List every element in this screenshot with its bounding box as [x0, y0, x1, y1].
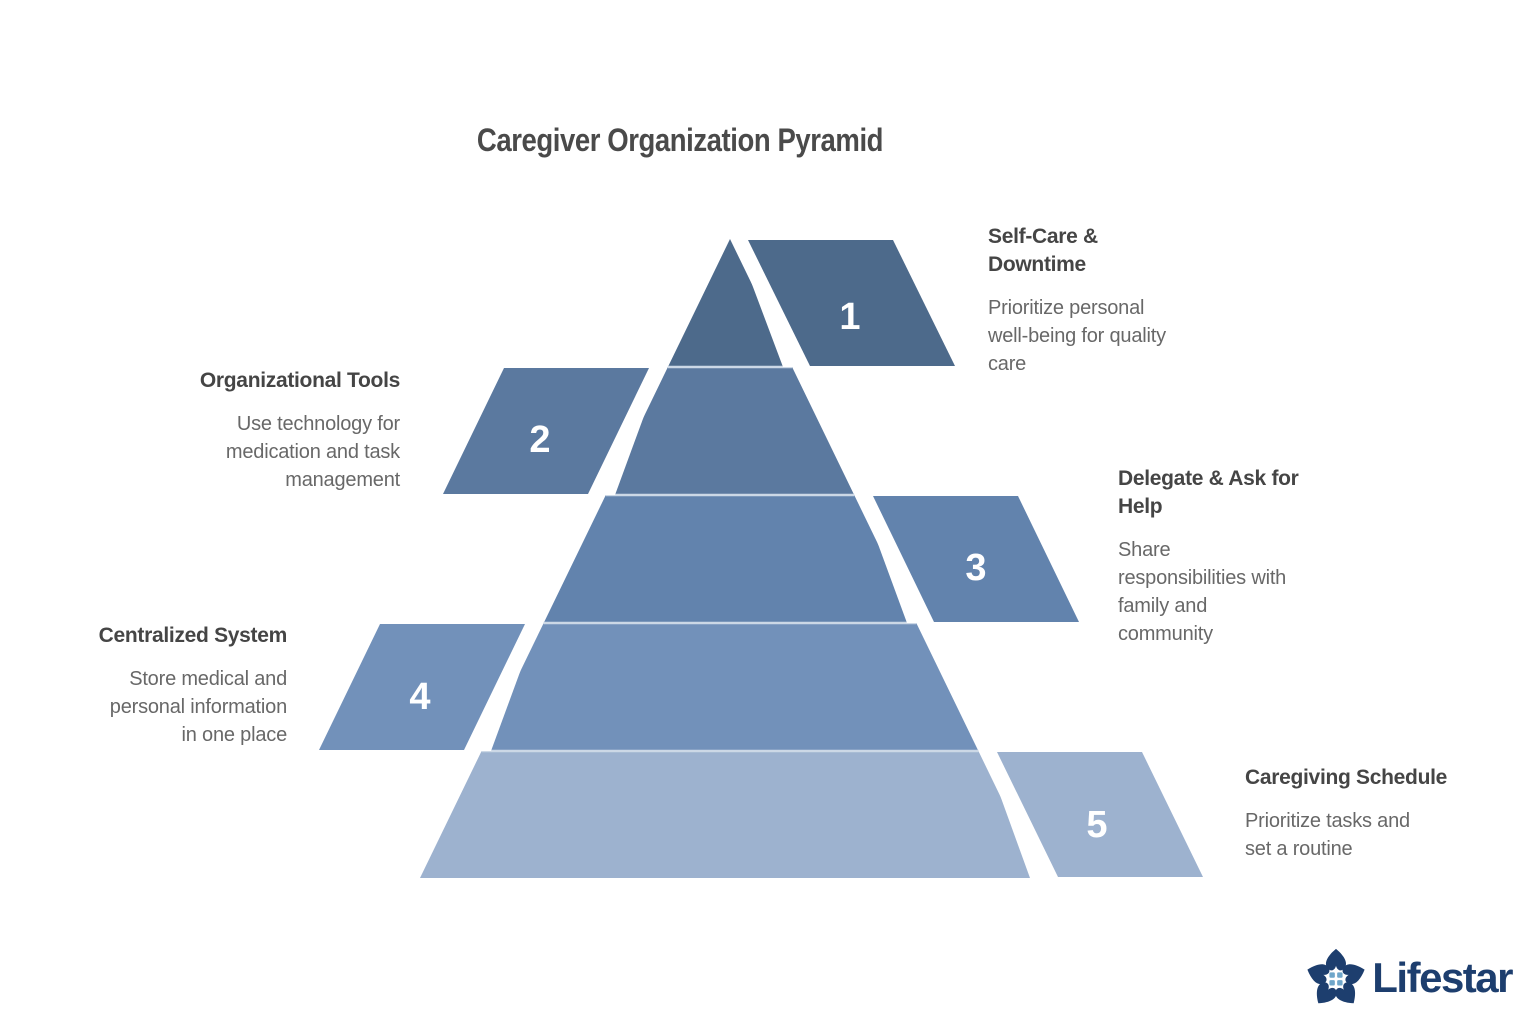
- gap-slash-1: [735, 239, 810, 367]
- level-1-description: Prioritize personal well-being for quali…: [988, 297, 1166, 375]
- pyramid-band-2: [605, 367, 855, 495]
- gap-slash-2: [588, 367, 662, 495]
- pyramid-band-3: [543, 495, 917, 623]
- gap-slash-4: [464, 623, 538, 751]
- tab-number-3: 3: [965, 547, 986, 589]
- pyramid-band-1: [667, 239, 793, 367]
- level-3-text: Delegate & Ask for Help Share responsibi…: [1118, 465, 1378, 648]
- gap-slash-5: [984, 751, 1057, 878]
- level-tab-5: [997, 752, 1203, 877]
- level-5-heading: Caregiving Schedule: [1245, 766, 1448, 789]
- level-2-text: Organizational Tools Use technology for …: [140, 367, 400, 494]
- lifestar-flower-house-icon: [1307, 948, 1365, 1004]
- gap-slash-3: [860, 495, 934, 623]
- brand-name: Lifestar: [1372, 954, 1513, 1001]
- pyramid-band-5: [420, 751, 1040, 878]
- tab-number-2: 2: [529, 419, 550, 461]
- level-5-description: Prioritize tasks and set a routine: [1245, 810, 1410, 860]
- tab-number-1: 1: [839, 296, 860, 338]
- level-2-heading: Organizational Tools: [199, 369, 400, 392]
- house-window-squares: [1329, 972, 1343, 986]
- level-tab-4: [319, 624, 525, 750]
- tab-number-5: 5: [1086, 804, 1107, 846]
- flower-petals: [1307, 948, 1365, 1004]
- level-4-heading: Centralized System: [98, 624, 288, 647]
- level-3-heading: Delegate & Ask for Help: [1118, 467, 1299, 518]
- level-4-text: Centralized System Store medical and per…: [27, 622, 288, 749]
- brand-logo: Lifestar: [1306, 946, 1513, 1010]
- level-2-description: Use technology for medication and task m…: [225, 413, 400, 491]
- tab-number-4: 4: [409, 676, 430, 718]
- level-5-text: Caregiving Schedule Prioritize tasks and…: [1245, 764, 1505, 863]
- level-tab-2: [443, 368, 649, 494]
- level-tab-3: [873, 496, 1079, 622]
- level-4-description: Store medical and personal information i…: [109, 668, 287, 746]
- pyramid-band-4: [481, 623, 979, 751]
- level-tab-1: [748, 240, 955, 366]
- level-3-description: Share responsibilities with family and c…: [1118, 539, 1287, 645]
- level-1-heading: Self-Care & Downtime: [988, 225, 1098, 276]
- diagram-title: Caregiver Organization Pyramid: [476, 122, 884, 158]
- level-1-text: Self-Care & Downtime Prioritize personal…: [988, 223, 1248, 378]
